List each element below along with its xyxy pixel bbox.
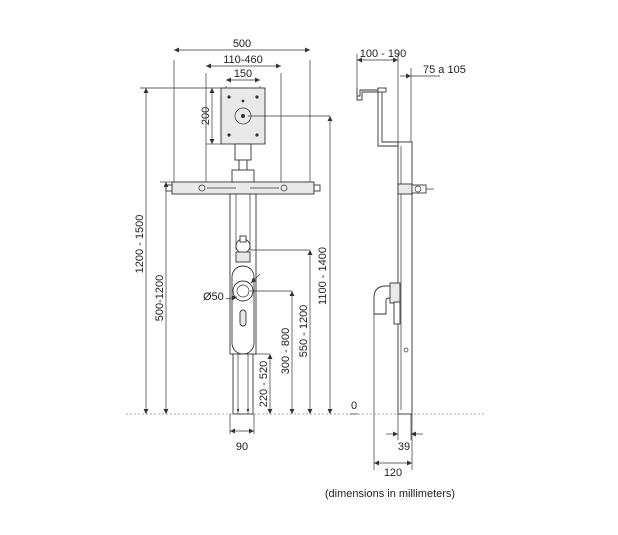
frame-foot: [232, 353, 254, 415]
crossbar: [171, 181, 315, 195]
dim-plate-top-height: 1100 - 1400: [317, 247, 329, 305]
dim-foot-width: 90: [236, 441, 248, 453]
dim-drain-height: 300 - 800: [280, 328, 292, 374]
caption: (dimensions in millimeters): [325, 488, 455, 500]
dim-plate-width: 150: [234, 68, 252, 80]
dim-drain-diameter: Ø50: [203, 291, 224, 303]
dim-width-plate-range: 110-460: [223, 54, 263, 66]
dim-wall-offset: 75 a 105: [423, 64, 466, 76]
dim-total-depth: 120: [384, 467, 402, 479]
dim-foot-height: 220 - 520: [258, 361, 270, 407]
dim-top-offset: 100 - 190: [360, 48, 406, 60]
floor-level-label: 0: [351, 400, 357, 412]
dim-width-total: 500: [233, 38, 251, 50]
dim-inlet-height: 550 - 1200: [298, 305, 310, 358]
wall-hook: [356, 88, 399, 147]
side-view: 100 - 190 75 a 105 39 120: [356, 48, 466, 479]
dim-foot-depth: 39: [398, 441, 410, 453]
front-view: 500 110-460 150 200 1200 - 1500 500-1200…: [134, 38, 358, 453]
dim-plate-height: 200: [200, 107, 212, 125]
side-upright: [397, 141, 413, 415]
dim-height-lower: 500-1200: [154, 275, 166, 322]
dim-height-range: 1200 - 1500: [134, 215, 146, 274]
